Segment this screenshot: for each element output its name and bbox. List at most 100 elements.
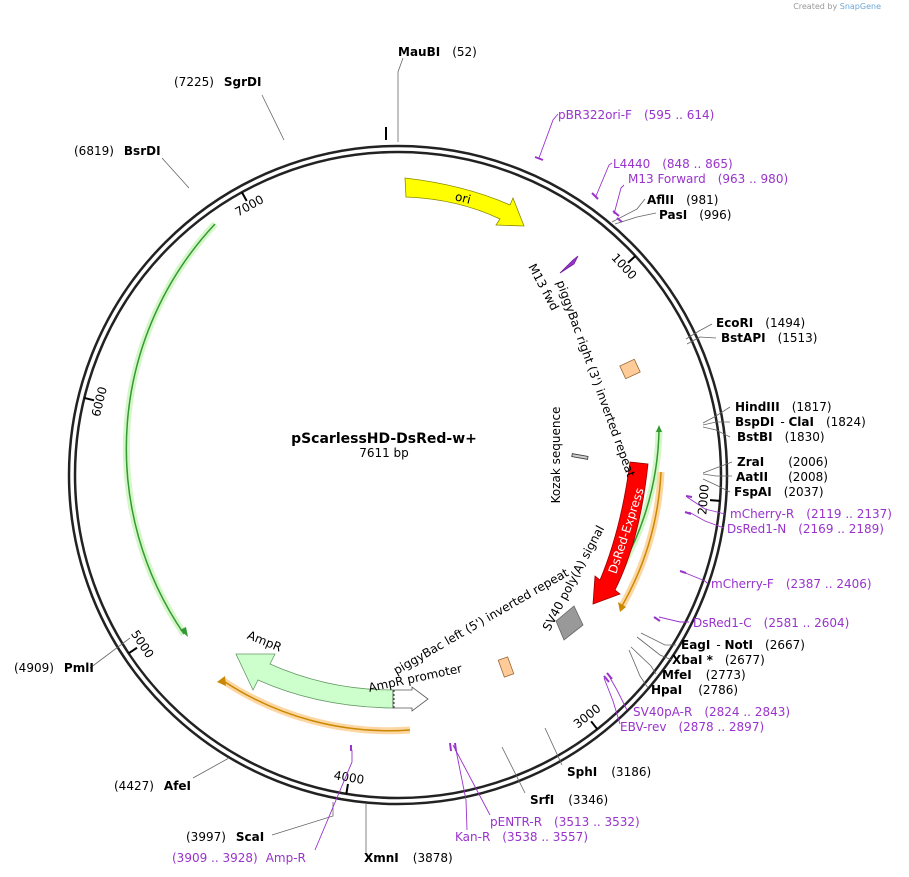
orf-arcs <box>122 221 665 735</box>
enzyme-name: SrfI <box>530 793 554 807</box>
enzyme-leaders <box>89 57 733 853</box>
svg-text:(4909)PmlI: (4909) PmlI <box>14 661 94 675</box>
tick-mark <box>241 191 248 202</box>
enzyme-name-2: NotI <box>725 638 754 652</box>
enzyme-name: HindIII <box>735 400 780 414</box>
svg-text:ZraI(2006): ZraI(2006) <box>737 455 828 469</box>
feature-piggybac-right[interactable]: piggyBac right (3') inverted repeat <box>554 278 641 479</box>
primer-marks <box>350 156 693 752</box>
enzyme-pos: (2006) <box>788 455 828 469</box>
tick-mark <box>627 255 637 264</box>
enzyme-name: ScaI <box>236 830 264 844</box>
enzyme-name: SphI <box>567 765 597 779</box>
enzyme-name: PmlI <box>64 661 94 675</box>
enzyme-pos: (2008) <box>788 470 828 484</box>
svg-text:EBV-rev(2878 .. 2897): EBV-rev(2878 .. 2897) <box>620 720 764 734</box>
svg-text:EcoRI(1494): EcoRI(1494) <box>716 316 805 330</box>
svg-text:(7225)SgrDI: (7225) SgrDI <box>174 75 261 89</box>
enzyme-name: BsrDI <box>124 144 161 158</box>
enzyme-pos: (7225) <box>174 75 214 89</box>
tick-label: 2000 <box>695 484 711 516</box>
enzyme-name: EcoRI <box>716 316 753 330</box>
enzyme-pos: (4909) <box>14 661 54 675</box>
primer-name: Kan-R <box>455 830 490 844</box>
svg-text:BstAPI(1513): BstAPI (1513) <box>721 331 817 345</box>
svg-text:pENTR-R(3513 .. 3532): pENTR-R(3513 .. 3532) <box>490 815 640 829</box>
svg-text:(6819)BsrDI: (6819) BsrDI <box>74 144 161 158</box>
tick-label: 4000 <box>333 768 365 787</box>
feature-ori[interactable]: ori <box>404 177 525 227</box>
svg-text:PasI(996): PasI(996) <box>659 208 731 222</box>
enzyme-pos: (6819) <box>74 144 114 158</box>
backbone <box>67 144 729 806</box>
enzyme-name: XmnI <box>364 851 399 865</box>
enzyme-pos: (3997) <box>186 830 226 844</box>
primer-labels: pBR322ori-F(595 .. 614) L4440 (848 .. 865… <box>172 108 892 865</box>
svg-text:AatII(2008): AatII (2008) <box>736 470 828 484</box>
primer-name: DsRed1-C <box>693 616 752 630</box>
ampr-label: AmpR <box>245 628 283 654</box>
primer-name: mCherry-F <box>711 577 774 591</box>
svg-text:EagI- NotI(2667): EagI- NotI(2667) <box>681 638 805 652</box>
enzyme-pos: (1824) <box>826 415 866 429</box>
svg-text:M13 Forward(963 .. 980): M13 Forward (963 .. 980) <box>628 172 788 186</box>
feature-kozak[interactable]: Kozak sequence <box>549 407 589 504</box>
enzyme-pos: (2037) <box>784 485 824 499</box>
svg-text:HpaI(2786): HpaI(2786) <box>651 683 738 697</box>
enzyme-labels: MauBI(52) (7225)SgrDI (6819)BsrDI AflII(… <box>14 45 866 865</box>
enzyme-name: AflII <box>647 193 674 207</box>
svg-text:XmnI(3878): XmnI (3878) <box>364 851 453 865</box>
primer-range: (2119 .. 2137) <box>806 507 892 521</box>
enzyme-pos: (1513) <box>778 331 818 345</box>
tick-mark <box>345 783 349 795</box>
tick-label: 5000 <box>128 628 157 661</box>
credit-brand: SnapGene <box>839 2 881 11</box>
primer-name: SV40pA-R <box>633 705 692 719</box>
enzyme-pos: (1830) <box>785 430 825 444</box>
enzyme-name-2: ClaI <box>788 415 813 429</box>
primer-range: (3538 .. 3557) <box>502 830 588 844</box>
credit-text: Created by <box>793 2 838 11</box>
primer-name: DsRed1-N <box>727 522 786 536</box>
svg-text:FspAI(2037): FspAI (2037) <box>734 485 824 499</box>
enzyme-pos: (1817) <box>792 400 832 414</box>
enzyme-name: XbaI * <box>672 653 714 667</box>
primer-range: (963 .. 980) <box>718 172 788 186</box>
primer-range: (848 .. 865) <box>662 157 732 171</box>
tick-mark <box>590 720 599 730</box>
svg-text:SV40pA-R(2824 .. 2843): SV40pA-R(2824 .. 2843) <box>633 705 790 719</box>
enzyme-pos: (2786) <box>698 683 738 697</box>
enzyme-name: AatII <box>736 470 768 484</box>
enzyme-pos: (996) <box>699 208 731 222</box>
enzyme-name: BspDI <box>735 415 774 429</box>
enzyme-pos: (52) <box>452 45 477 59</box>
enzyme-pos: (3878) <box>413 851 453 865</box>
svg-text:SrfI(3346): SrfI(3346) <box>530 793 608 807</box>
svg-text:BstBI(1830): BstBI(1830) <box>737 430 825 444</box>
svg-text:(3909 .. 3928)Amp-R: (3909 .. 3928) Amp-R <box>172 851 306 865</box>
primer-name: M13 Forward <box>628 172 706 186</box>
primer-name: Amp-R <box>266 851 306 865</box>
tick-mark <box>84 396 95 402</box>
tick-mark <box>128 646 138 655</box>
svg-text:MauBI(52): MauBI(52) <box>398 45 477 59</box>
enzyme-name: SgrDI <box>224 75 262 89</box>
svg-text:AflII(981): AflII(981) <box>647 193 718 207</box>
primer-name: L4440 <box>613 157 650 171</box>
enzyme-name: BstAPI <box>721 331 766 345</box>
enzyme-pos: (3186) <box>611 765 651 779</box>
svg-text:pBR322ori-F(595 .. 614): pBR322ori-F(595 .. 614) <box>558 108 714 122</box>
primer-range: (3909 .. 3928) <box>172 851 258 865</box>
svg-text:L4440(848 .. 865): L4440 (848 .. 865) <box>613 157 733 171</box>
enzyme-name: FspAI <box>734 485 772 499</box>
svg-text:MfeI(2773): MfeI(2773) <box>662 668 746 682</box>
primer-range: (595 .. 614) <box>644 108 714 122</box>
kozak-label: Kozak sequence <box>549 407 563 504</box>
primer-name: EBV-rev <box>620 720 666 734</box>
feature-ampr[interactable]: AmpR <box>235 628 394 709</box>
svg-text:DsRed1-C(2581 .. 2604): DsRed1-C(2581 .. 2604) <box>693 616 849 630</box>
enzyme-name: MfeI <box>662 668 692 682</box>
primer-name: mCherry-R <box>730 507 794 521</box>
ori-label: ori <box>454 189 473 206</box>
